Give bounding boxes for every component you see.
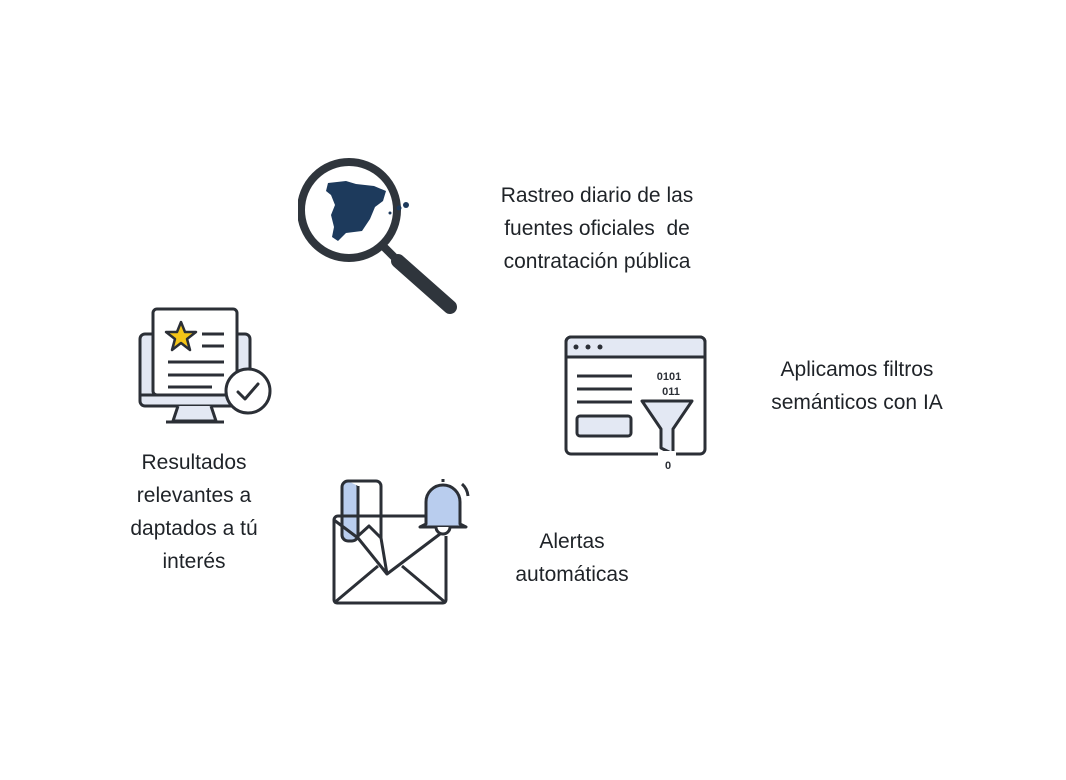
envelope-bell-icon <box>332 479 470 605</box>
label-line: automáticas <box>515 563 629 586</box>
magnifier-spain-map-icon <box>298 158 457 314</box>
step-tracking-label: Rastreo diario de las fuentes oficiales d… <box>470 179 724 278</box>
label-line: daptados a tú <box>130 517 258 540</box>
step-results-label: Resultados relevantes a daptados a tú inter… <box>94 446 294 578</box>
binary-mid: 011 <box>662 386 680 398</box>
browser-funnel-icon: 0101 011 0 <box>564 335 707 472</box>
step-filters-label: Aplicamos filtros semánticos con IA <box>727 353 987 419</box>
label-line: Rastreo diario de las <box>500 184 694 207</box>
step-alerts-label: Alertas automáticas <box>478 525 666 591</box>
label-line: relevantes a <box>136 484 252 507</box>
label-line: contratación pública <box>503 250 691 273</box>
label-line: Resultados <box>141 451 247 474</box>
binary-top: 0101 <box>657 371 681 383</box>
monitor-document-check-icon <box>138 307 272 424</box>
binary-out: 0 <box>665 460 671 472</box>
label-line: Aplicamos filtros <box>780 358 934 381</box>
label-line: interés <box>162 550 226 573</box>
label-line: Alertas <box>539 530 605 553</box>
label-line: fuentes oficiales de <box>504 217 690 240</box>
label-line: semánticos con IA <box>771 391 943 414</box>
